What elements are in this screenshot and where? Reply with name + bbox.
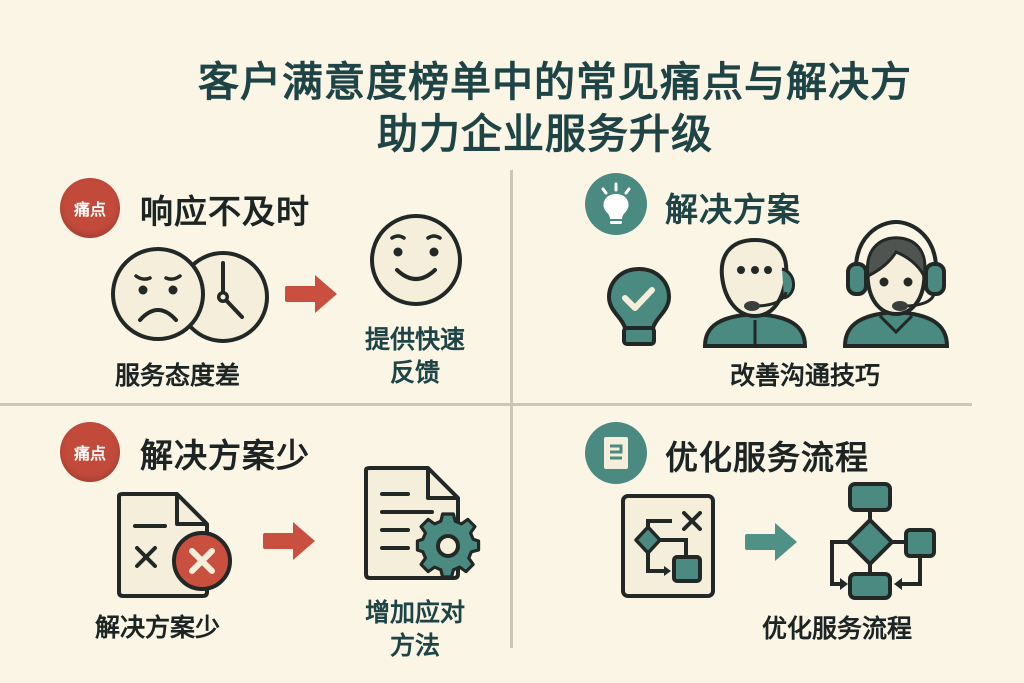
solution-label: 优化服务流程 xyxy=(762,614,913,643)
solution-label: 改善沟通技巧 xyxy=(730,361,881,390)
document-badge xyxy=(585,422,647,484)
solution-label-line-1: 增加应对 xyxy=(364,598,465,627)
section-heading: 优化服务流程 xyxy=(665,438,869,477)
arrow-right-icon xyxy=(745,523,797,561)
vertical-divider xyxy=(510,170,513,648)
flowchart-icon xyxy=(830,482,936,600)
broken-flowchart-icon xyxy=(621,494,715,598)
document-error-icon xyxy=(117,492,232,598)
section-heading: 解决方案少 xyxy=(140,436,310,475)
smiley-face-icon xyxy=(370,214,462,306)
lightbulb-badge xyxy=(585,173,647,235)
lightbulb-icon xyxy=(601,182,631,224)
solution-label-line-2: 反馈 xyxy=(389,358,440,387)
pain-label: 服务态度差 xyxy=(115,361,241,390)
pain-point-badge: 痛点 xyxy=(60,178,120,238)
document-gear-icon xyxy=(364,466,481,580)
arrow-right-icon xyxy=(263,522,315,560)
lightbulb-check-icon xyxy=(606,266,672,346)
page-title-line-2: 助力企业服务升级 xyxy=(377,110,713,158)
arrow-right-icon xyxy=(285,275,337,313)
agent-headset-icon xyxy=(842,219,950,348)
pain-label: 解决方案少 xyxy=(95,613,221,642)
pain-point-badge: 痛点 xyxy=(60,422,120,482)
horizontal-divider xyxy=(0,403,972,406)
sad-face-clock-icon xyxy=(111,247,269,343)
solution-label-line-2: 方法 xyxy=(389,631,440,660)
section-heading: 响应不及时 xyxy=(140,192,310,231)
agent-headset-icon xyxy=(702,237,808,348)
document-icon xyxy=(604,437,628,469)
solution-label-line-1: 提供快速 xyxy=(364,325,465,354)
page-title-line-1: 客户满意度榜单中的常见痛点与解决方 xyxy=(198,58,912,106)
section-heading: 解决方案 xyxy=(665,190,801,229)
